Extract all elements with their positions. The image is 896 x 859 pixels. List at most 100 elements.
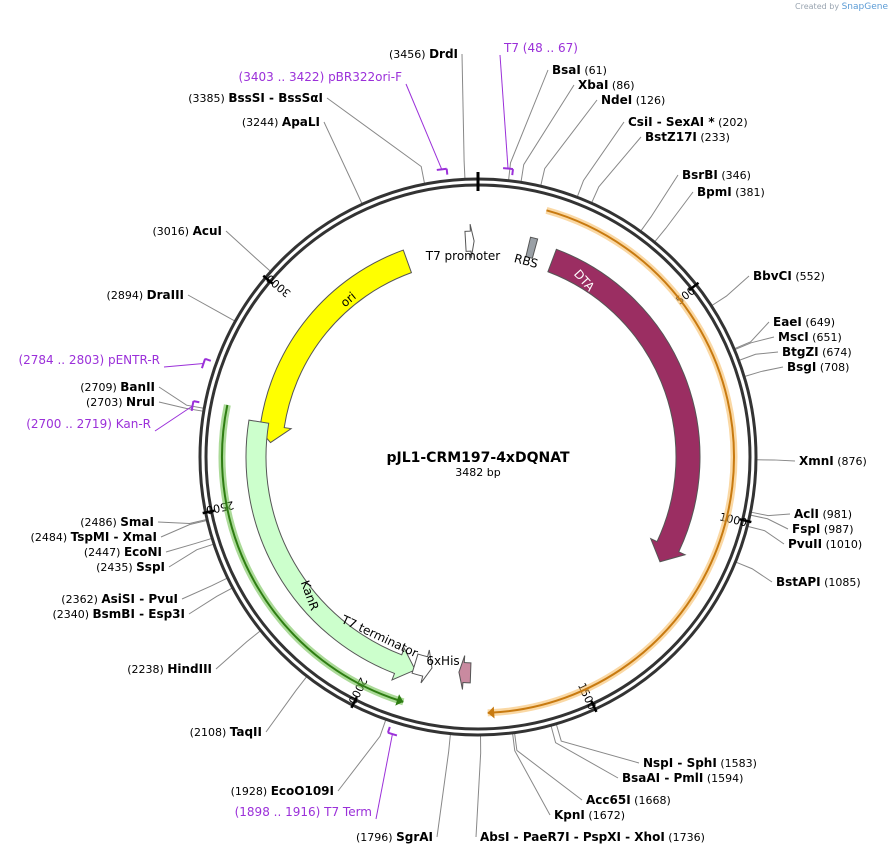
primers: T7 (48 .. 67)(3403 .. 3422) pBR322ori-F(…	[18, 41, 578, 820]
snapgene-watermark: Created by SnapGene	[795, 2, 888, 12]
site-bsai-61-leader	[508, 69, 549, 181]
site-bbvci-552-leader	[711, 275, 750, 307]
feature-ori	[252, 249, 413, 444]
site-bstz17i-233-name: BstZ17I	[645, 130, 697, 144]
site-draiii-2894-leader	[187, 294, 236, 322]
site-nrui-2703-position: (2703)	[86, 396, 126, 409]
tick-1000	[739, 518, 752, 524]
site-tspmi-xmai-2484-label: (2484) TspMI - XmaI	[31, 530, 157, 544]
site-hindiii-2238-position: (2238)	[127, 663, 167, 676]
feature-6xhis	[458, 655, 472, 690]
site-acli-981-position: (981)	[819, 508, 852, 521]
site-absi-paer7i-pspxi-xhoi-1736-label: AbsI - PaeR7I - PspXI - XhoI (1736)	[480, 830, 705, 844]
site-ecoo109i-1928-leader	[337, 719, 387, 792]
primer-pentr-r-tick	[204, 357, 212, 362]
site-xbai-86-label: XbaI (86)	[578, 78, 634, 92]
site-acui-3016-name: AcuI	[193, 224, 222, 238]
site-bsaai-pmli-1594-label: BsaAI - PmlI (1594)	[622, 771, 743, 785]
site-bsaai-pmli-1594-leader	[550, 725, 619, 779]
site-draiii-2894-label: (2894) DraIII	[107, 288, 184, 302]
site-hindiii-2238-name: HindIII	[167, 662, 212, 676]
site-acli-981-leader	[750, 511, 791, 517]
site-apali-3244-name: ApaLI	[282, 115, 320, 129]
site-banii-2709-position: (2709)	[80, 381, 120, 394]
site-pvuii-1010-position: (1010)	[822, 538, 862, 551]
site-sspi-2435-leader	[168, 543, 215, 568]
primer-kan-r-label: (2700 .. 2719) Kan-R	[26, 417, 151, 431]
site-bsrbi-346-name: BsrBI	[682, 168, 718, 182]
site-ecoo109i-1928-label: (1928) EcoO109I	[231, 784, 334, 798]
site-taqii-2108-label: (2108) TaqII	[190, 725, 262, 739]
primer-t7-tick	[511, 168, 514, 176]
site-nspi-sphi-1583-position: (1583)	[717, 757, 757, 770]
site-nrui-2703-leader	[158, 401, 204, 412]
site-acc65i-1668-label: Acc65I (1668)	[586, 793, 671, 807]
site-xbai-86-position: (86)	[608, 79, 634, 92]
site-banii-2709-leader	[158, 386, 205, 409]
primer-kan-r-name: Kan-R	[116, 417, 151, 431]
orf-arrowhead-1	[395, 694, 404, 706]
site-draiii-2894-name: DraIII	[147, 288, 184, 302]
primer-pbr322ori-f-range: (3403 .. 3422)	[239, 70, 329, 84]
site-tspmi-xmai-2484-leader	[160, 519, 208, 538]
feature-rbs	[525, 236, 539, 259]
site-ecoo109i-1928-position: (1928)	[231, 785, 271, 798]
site-acc65i-1668-leader	[514, 732, 583, 801]
site-absi-paer7i-pspxi-xhoi-1736-name: AbsI - PaeR7I - PspXI - XhoI	[480, 830, 665, 844]
site-ndei-126-label: NdeI (126)	[601, 93, 665, 107]
tick-3000	[262, 274, 274, 285]
site-bstapi-1085-position: (1085)	[821, 576, 861, 589]
site-tspmi-xmai-2484-name: TspMI - XmaI	[71, 530, 157, 544]
site-smai-2486-name: SmaI	[120, 515, 154, 529]
site-fspi-987-label: FspI (987)	[792, 522, 853, 536]
site-ndei-126-name: NdeI	[601, 93, 632, 107]
site-draiii-2894-position: (2894)	[107, 289, 147, 302]
site-fspi-987-name: FspI	[792, 522, 820, 536]
site-kpni-1672-leader	[512, 732, 551, 816]
site-bsaai-pmli-1594-position: (1594)	[703, 772, 743, 785]
primer-pbr322ori-f-tick	[445, 168, 449, 175]
primer-t7-term-label: (1898 .. 1916) T7 Term	[235, 805, 372, 819]
site-hindiii-2238-label: (2238) HindIII	[127, 662, 212, 676]
primer-pbr322ori-f-arc	[436, 167, 447, 171]
site-banii-2709-name: BanII	[120, 380, 155, 394]
feature-t7-terminator	[411, 649, 433, 684]
site-smai-2486-leader	[157, 518, 208, 524]
site-asisi-pvui-2362-name: AsiSI - PvuI	[101, 592, 178, 606]
site-bsrbi-346-position: (346)	[718, 169, 751, 182]
site-bsmbi-esp3i-2340-name: BsmBI - Esp3I	[93, 607, 185, 621]
site-asisi-pvui-2362-position: (2362)	[61, 593, 101, 606]
site-msci-651-label: MscI (651)	[778, 330, 842, 344]
site-bbvci-552-name: BbvCI	[753, 269, 792, 283]
watermark-prefix: Created by	[795, 2, 840, 11]
primer-kan-r-range: (2700 .. 2719)	[26, 417, 116, 431]
watermark-brand: SnapGene	[841, 2, 888, 12]
site-hindiii-2238-leader	[215, 630, 262, 670]
site-csii-sexai-202-leader	[576, 121, 625, 198]
site-econi-2447-leader	[165, 537, 213, 553]
primer-pentr-r-range: (2784 .. 2803)	[18, 353, 108, 367]
site-pvuii-1010-leader	[747, 525, 785, 545]
site-acli-981-label: AclI (981)	[794, 507, 852, 521]
site-bsssi-bsss-i-3375-name: BssSI - BssSαI	[228, 91, 323, 105]
site-bsai-61-position: (61)	[581, 64, 607, 77]
site-acui-3016-label: (3016) AcuI	[153, 224, 223, 238]
orf-arc-0	[487, 209, 735, 714]
site-nspi-sphi-1583-leader	[555, 723, 640, 764]
primer-t7-term-tick	[386, 726, 391, 733]
site-nspi-sphi-1583-name: NspI - SphI	[643, 756, 717, 770]
site-acc65i-1668-name: Acc65I	[586, 793, 631, 807]
site-nspi-sphi-1583-label: NspI - SphI (1583)	[643, 756, 757, 770]
site-sgrai-1796-position: (1796)	[356, 831, 396, 844]
site-drdi-3456-name: DrdI	[429, 47, 458, 61]
primer-pbr322ori-f-label: (3403 .. 3422) pBR322ori-F	[239, 70, 403, 84]
site-bstz17i-233-position: (233)	[697, 131, 730, 144]
site-absi-paer7i-pspxi-xhoi-1736-leader	[475, 734, 482, 838]
tick-500	[688, 281, 700, 292]
site-ecoo109i-1928-name: EcoO109I	[271, 784, 334, 798]
feature-t7-promoter	[464, 224, 475, 259]
site-banii-2709-label: (2709) BanII	[80, 380, 155, 394]
center-info: pJL1-CRM197-4xDQNAT 3482 bp	[386, 450, 569, 479]
site-btgzi-674-label: BtgZI (674)	[782, 345, 852, 359]
site-asisi-pvui-2362-leader	[181, 577, 228, 600]
